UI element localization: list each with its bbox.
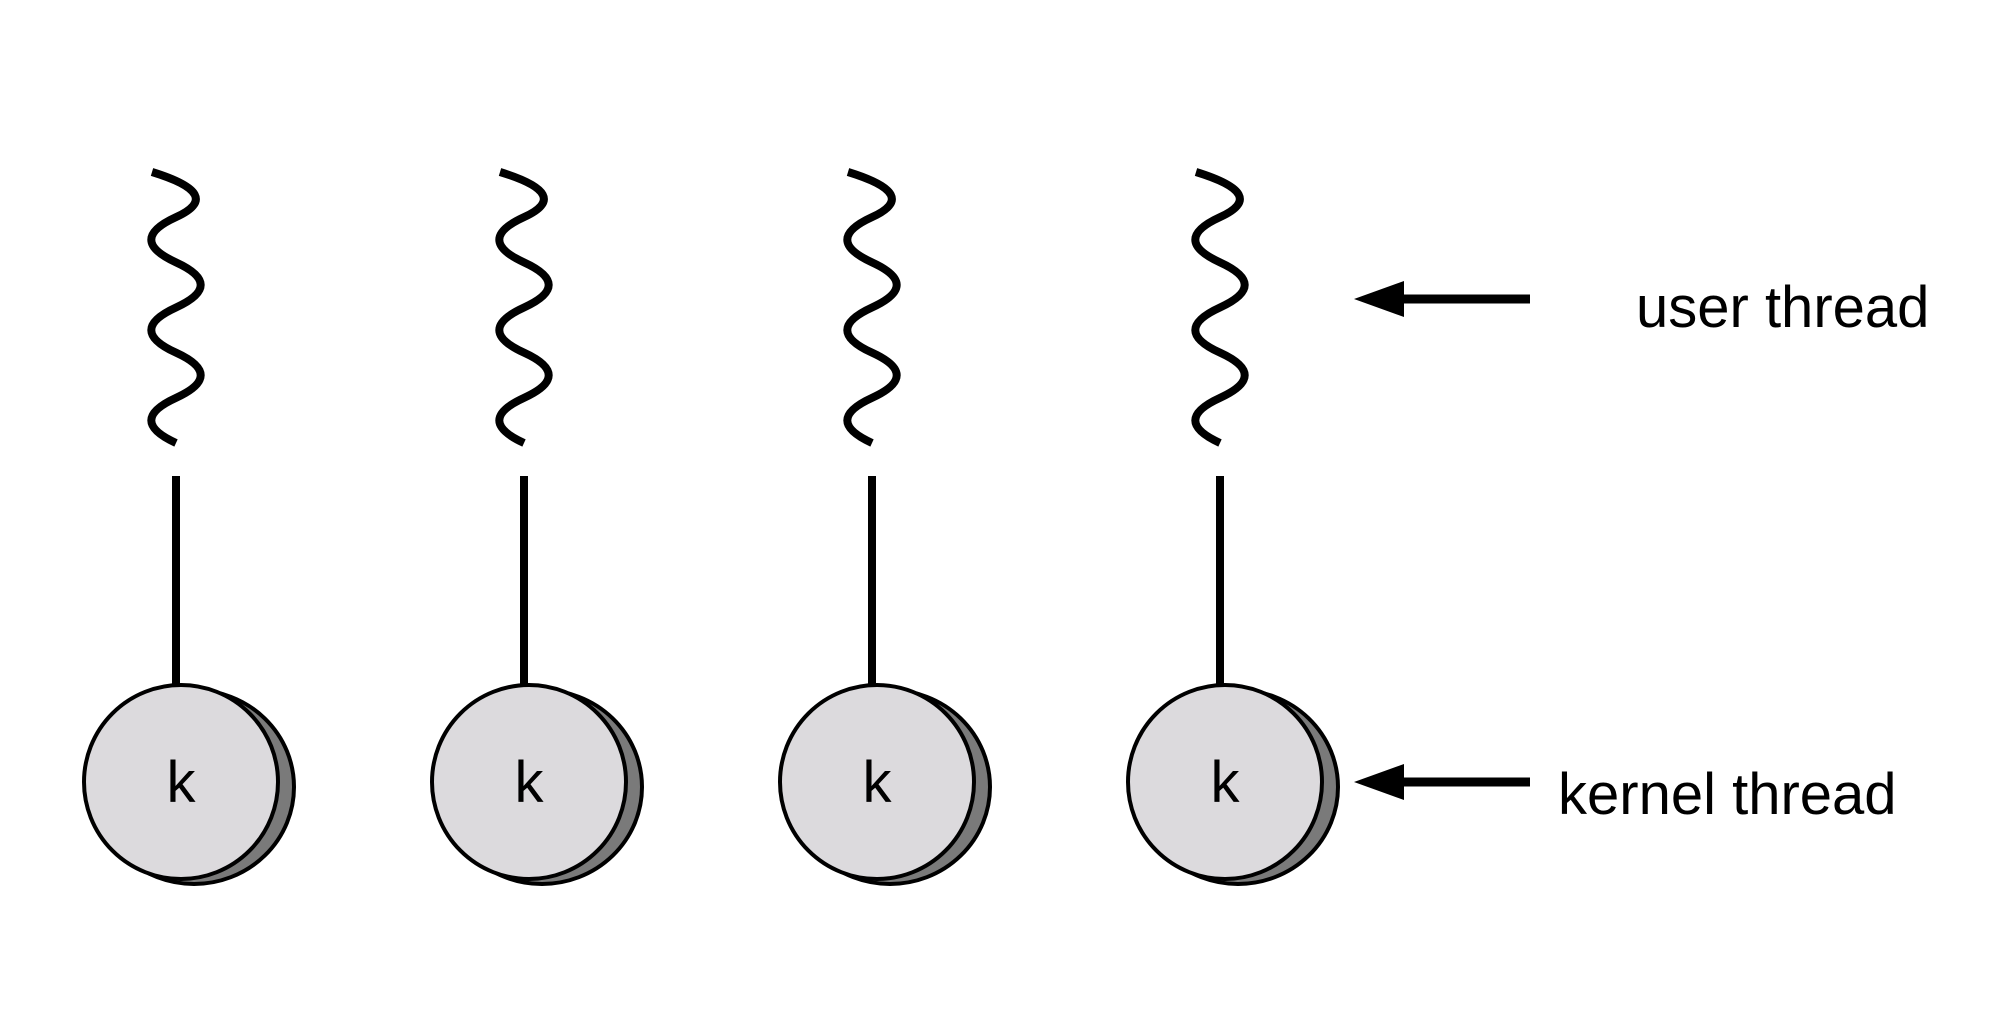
kernel-thread-disk: k bbox=[82, 683, 296, 886]
kernel-thread-letter: k bbox=[1211, 750, 1241, 815]
user-thread-pointer: user thread bbox=[1354, 275, 1929, 340]
kernel-thread-disk-face bbox=[430, 683, 628, 881]
thread-pair-2: k bbox=[430, 168, 644, 886]
thread-pair-1: k bbox=[82, 168, 296, 886]
kernel-thread-disk-face bbox=[1126, 683, 1324, 881]
kernel-thread-pointer: kernel thread bbox=[1354, 762, 1897, 827]
user-thread-label: user thread bbox=[1636, 275, 1929, 340]
user-thread-arrow-head bbox=[1354, 281, 1404, 317]
kernel-thread-disk: k bbox=[430, 683, 644, 886]
kernel-thread-arrow-head bbox=[1354, 764, 1404, 800]
kernel-thread-letter: k bbox=[515, 750, 545, 815]
kernel-thread-letter: k bbox=[863, 750, 893, 815]
kernel-thread-disk-face bbox=[778, 683, 976, 881]
user-thread-icon bbox=[147, 168, 205, 447]
kernel-thread-disk-face bbox=[82, 683, 280, 881]
kernel-thread-label: kernel thread bbox=[1558, 762, 1897, 827]
user-thread-icon bbox=[843, 168, 901, 447]
kernel-thread-disk: k bbox=[778, 683, 992, 886]
kernel-thread-disk: k bbox=[1126, 683, 1340, 886]
user-thread-icon bbox=[1191, 168, 1249, 447]
kernel-thread-letter: k bbox=[167, 750, 197, 815]
thread-pair-4: k bbox=[1126, 168, 1340, 886]
user-thread-icon bbox=[495, 168, 553, 447]
thread-pair-3: k bbox=[778, 168, 992, 886]
